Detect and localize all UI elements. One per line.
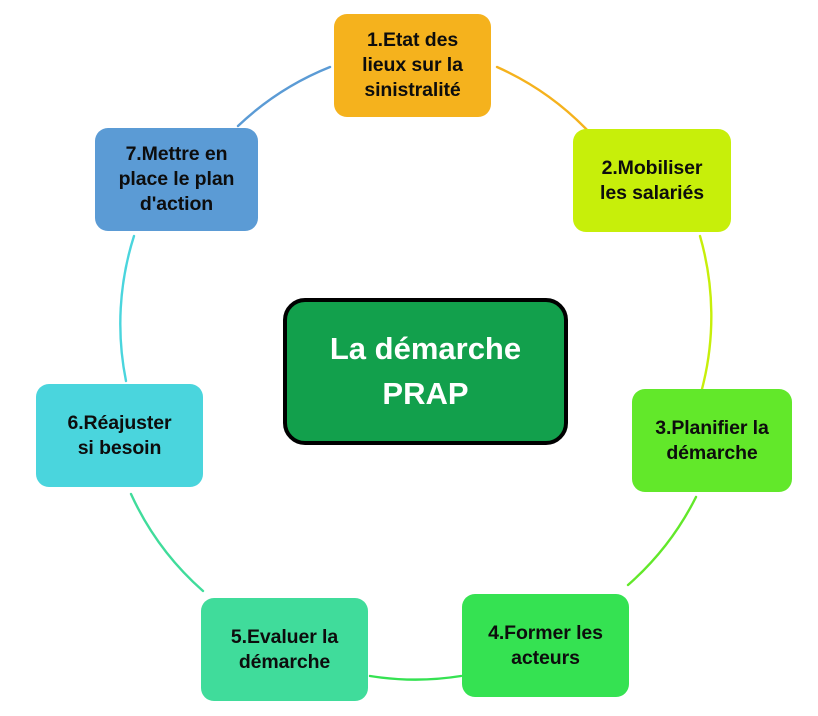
cycle-node-6[interactable]: 6.Réajuster si besoin bbox=[36, 384, 203, 487]
cycle-node-4-label: 4.Former les acteurs bbox=[488, 621, 603, 669]
arc-2-3 bbox=[698, 234, 713, 391]
cycle-node-1[interactable]: 1.Etat des lieux sur la sinistralité bbox=[334, 14, 491, 117]
cycle-node-2[interactable]: 2.Mobiliser les salariés bbox=[573, 129, 731, 232]
cycle-node-3[interactable]: 3.Planifier la démarche bbox=[632, 389, 792, 492]
center-node-label: La démarche PRAP bbox=[329, 330, 522, 411]
arc-3-4 bbox=[626, 495, 698, 587]
cycle-node-5[interactable]: 5.Evaluer la démarche bbox=[201, 598, 368, 701]
cycle-node-3-label: 3.Planifier la démarche bbox=[655, 416, 769, 464]
cycle-node-7-label: 7.Mettre en place le plan d'action bbox=[118, 143, 235, 215]
cycle-node-4[interactable]: 4.Former les acteurs bbox=[462, 594, 629, 697]
arc-7-1 bbox=[236, 65, 332, 128]
cycle-node-6-label: 6.Réajuster si besoin bbox=[67, 411, 172, 459]
cycle-node-2-label: 2.Mobiliser les salariés bbox=[600, 156, 704, 204]
arc-6-7 bbox=[119, 234, 136, 383]
cycle-node-7[interactable]: 7.Mettre en place le plan d'action bbox=[95, 128, 258, 231]
cycle-node-5-label: 5.Evaluer la démarche bbox=[230, 625, 339, 673]
center-node[interactable]: La démarche PRAP bbox=[283, 298, 568, 445]
cycle-node-1-label: 1.Etat des lieux sur la sinistralité bbox=[362, 29, 463, 101]
arc-5-6 bbox=[129, 492, 205, 593]
arc-4-5 bbox=[368, 674, 463, 681]
arc-1-2 bbox=[495, 65, 592, 135]
